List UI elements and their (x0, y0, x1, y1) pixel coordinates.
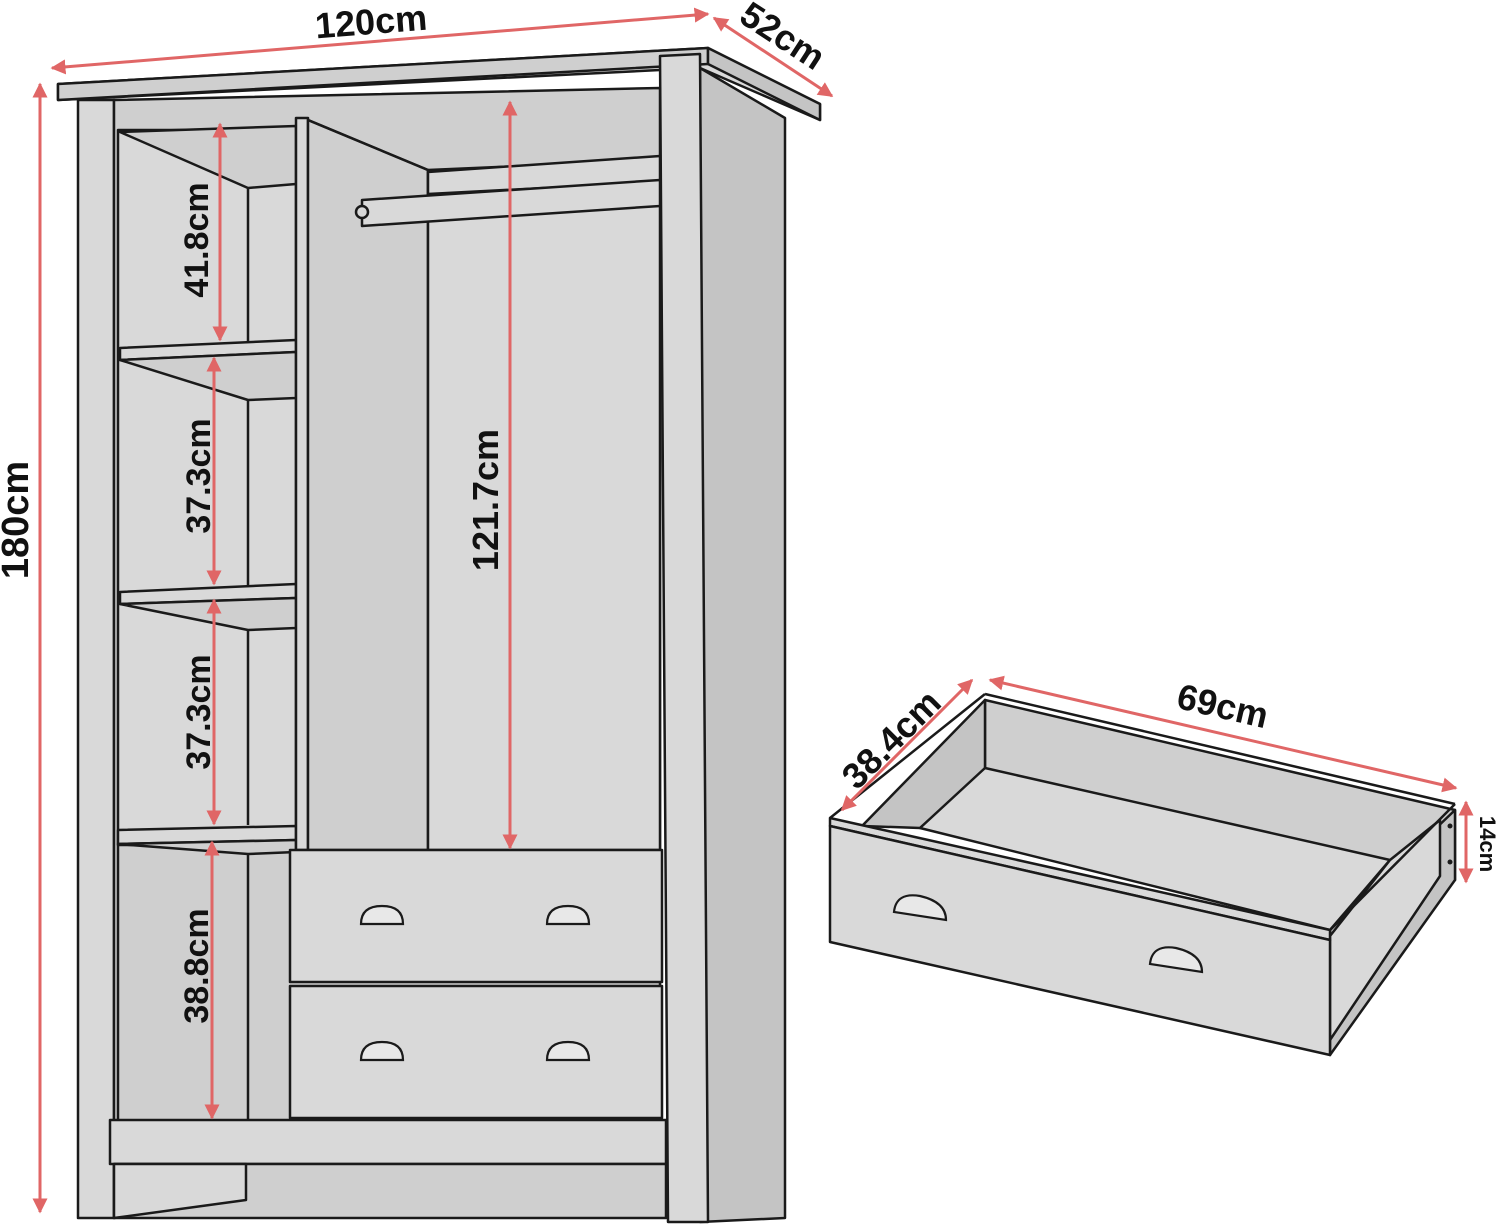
wardrobe-divider (294, 116, 310, 852)
drawer-detail (828, 692, 1457, 1057)
dimension-lines (32, 7, 1474, 1214)
dim-line-drawer-width (988, 675, 1458, 793)
label-drawer-height: 14cm (1475, 816, 1500, 872)
drawer-handle-icon (359, 1040, 405, 1062)
drawer-handle-icon (1148, 946, 1204, 974)
dim-line-width (50, 7, 710, 75)
wardrobe-bottom-rail (108, 1118, 668, 1166)
wardrobe-right-post (658, 52, 710, 1224)
label-wardrobe-width: 120cm (314, 0, 429, 46)
label-shelf-2-height: 37.3cm (180, 418, 218, 533)
label-shelf-3-height: 37.3cm (180, 654, 218, 769)
drawer-handle-icon (892, 894, 948, 922)
wardrobe (56, 46, 822, 1224)
drawer-top (288, 848, 664, 984)
drawer-handle-icon (545, 904, 591, 926)
drawer-handle-icon (545, 1040, 591, 1062)
dim-line-depth (712, 16, 834, 98)
label-wardrobe-height: 180cm (0, 461, 37, 579)
drawer-unit (288, 848, 664, 1120)
hanging-compartment (306, 118, 662, 852)
wardrobe-left-post (76, 98, 116, 1220)
label-shelf-1-height: 41.8cm (178, 182, 216, 297)
drawer-handle-icon (359, 904, 405, 926)
label-bottom-compartment-height: 38.8cm (178, 908, 216, 1023)
dim-line-drawer-depth (840, 678, 974, 812)
drawer-front (828, 824, 1332, 1057)
label-hanging-space-height: 121.7cm (465, 429, 506, 571)
drawer-bottom (288, 984, 664, 1120)
wardrobe-side-panel (698, 66, 787, 1224)
